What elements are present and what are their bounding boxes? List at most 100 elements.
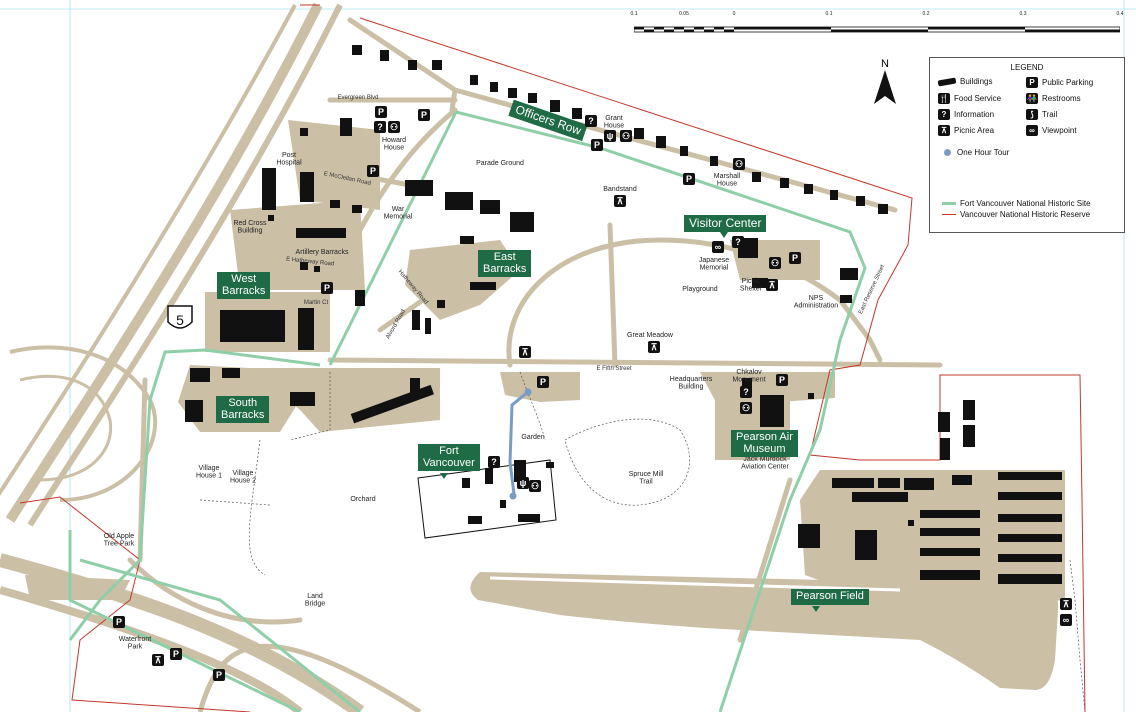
picnic-area-icon[interactable]: ⊼ [648, 341, 660, 353]
legend-item-label: Food Service [954, 94, 1002, 103]
parking-icon[interactable]: P [591, 139, 603, 151]
west-barracks-label[interactable]: West Barracks [217, 272, 271, 300]
legend-item-4: ?Information [938, 109, 994, 120]
buildings-icon [937, 76, 957, 87]
picnic-area-icon: ⊼ [938, 125, 950, 136]
tour-dot-icon [944, 149, 951, 156]
legend-item-label: Viewpoint [1042, 126, 1077, 135]
picnic-area-icon[interactable]: ⊼ [152, 654, 164, 666]
restrooms-icon[interactable]: ⚇ [529, 480, 541, 492]
legend-item-3: 👫 Restrooms [1026, 93, 1081, 104]
picnic-area-icon[interactable]: ⊼ [519, 346, 531, 358]
scale-tick-2: 0 [732, 11, 736, 17]
restrooms-icon[interactable]: ⚇ [740, 402, 752, 414]
information-icon[interactable]: ? [488, 456, 500, 468]
parking-icon[interactable]: P [789, 252, 801, 264]
pearson-field-label[interactable]: Pearson Field [791, 589, 869, 605]
legend-item-label: Restrooms [1042, 94, 1081, 103]
legend-item-label: Trail [1042, 110, 1058, 119]
legend-title: LEGEND [1010, 63, 1044, 72]
parking-icon[interactable]: P [321, 282, 333, 294]
scale-tick-6: 0.4 [1116, 11, 1124, 17]
fort-vancouver-pointer [440, 473, 448, 479]
pearson-field-pointer [812, 606, 820, 612]
label-garden: Garden [521, 434, 544, 441]
legend-item-5: ⟆ Trail [1026, 109, 1057, 120]
picnic-area-icon[interactable]: ⊼ [614, 195, 626, 207]
legend-item-label: Information [954, 110, 995, 119]
scale-tick-1: 0.05 [679, 11, 689, 17]
trail-icon: ⟆ [1026, 109, 1038, 120]
legend-item-6: ⊼ Picnic Area [938, 125, 994, 136]
east-barracks-label[interactable]: East Barracks [478, 250, 532, 278]
restrooms-icon[interactable]: ⚇ [769, 257, 781, 269]
label-martin-ct: Martin Ct [304, 300, 329, 306]
parking-icon[interactable]: P [367, 165, 379, 177]
picnic-area-icon[interactable]: ⊼ [1060, 598, 1072, 610]
label-parade-ground: Parade Ground [476, 160, 524, 167]
label-hatheway-road: E Hatheway Road [286, 256, 335, 267]
parking-icon[interactable]: P [683, 173, 695, 185]
food-service-icon[interactable]: ψ [517, 477, 529, 489]
legend-tour: One Hour Tour [942, 148, 1009, 157]
restrooms-icon[interactable]: ⚇ [388, 121, 400, 133]
trails [199, 371, 1086, 712]
restrooms-icon: 👫 [1026, 93, 1038, 104]
pearson-air-museum-label[interactable]: Pearson Air Museum [731, 430, 798, 458]
information-icon[interactable]: ? [740, 386, 752, 398]
parking-icon[interactable]: P [776, 374, 788, 386]
legend-item-0: Buildings [937, 76, 992, 87]
label-fifth-street: E Fifth Street [596, 366, 631, 372]
parking-icon[interactable]: P [170, 648, 182, 660]
information-icon[interactable]: ? [374, 121, 386, 133]
information-icon[interactable]: ? [585, 115, 597, 127]
visitor-center-label[interactable]: Visitor Center [684, 215, 767, 232]
label-playground: Playground [682, 286, 718, 293]
legend-item-label: Picnic Area [954, 126, 995, 135]
legend-reserve-line: Vancouver National Historic Reserve [942, 210, 1090, 219]
north-letter: N [881, 58, 889, 70]
parking-icon[interactable]: P [213, 669, 225, 681]
south-barracks-label[interactable]: South Barracks [216, 396, 270, 424]
site-boundary-icon [942, 202, 956, 205]
viewpoint-icon[interactable]: ∞ [1060, 614, 1072, 626]
legend-item-label: Public Parking [1042, 78, 1094, 87]
label-artillery-barracks: Artillery Barracks [296, 249, 349, 256]
legend-tour-label: One Hour Tour [957, 148, 1010, 157]
scale-tick-4: 0.2 [922, 11, 930, 17]
parking-icon[interactable]: P [418, 109, 430, 121]
scale-tick-3: 0.1 [825, 11, 833, 17]
buildings [185, 45, 1062, 584]
parking-icon[interactable]: P [375, 106, 387, 118]
viewpoint-icon[interactable]: ∞ [712, 241, 724, 253]
food-service-icon[interactable]: ψ [604, 130, 616, 142]
information-icon[interactable]: ? [732, 236, 744, 248]
legend-item-2: 🍴Food Service [938, 93, 1001, 104]
parking-icon[interactable]: P [537, 376, 549, 388]
one-hour-tour-route [508, 390, 530, 496]
visitor-center-pointer [720, 232, 728, 238]
restrooms-icon[interactable]: ⚇ [620, 130, 632, 142]
picnic-area-icon[interactable]: ⊼ [766, 279, 778, 291]
parking-icon[interactable]: P [113, 616, 125, 628]
runway [470, 572, 1059, 690]
legend-site-label: Fort Vancouver National Historic Site [960, 199, 1091, 208]
fort-vancouver-label[interactable]: Fort Vancouver [418, 444, 480, 472]
label-bandstand: Bandstand [603, 186, 637, 193]
restrooms-icon[interactable]: ⚇ [733, 158, 745, 170]
scale-tick-0: 0.1 [630, 11, 638, 17]
